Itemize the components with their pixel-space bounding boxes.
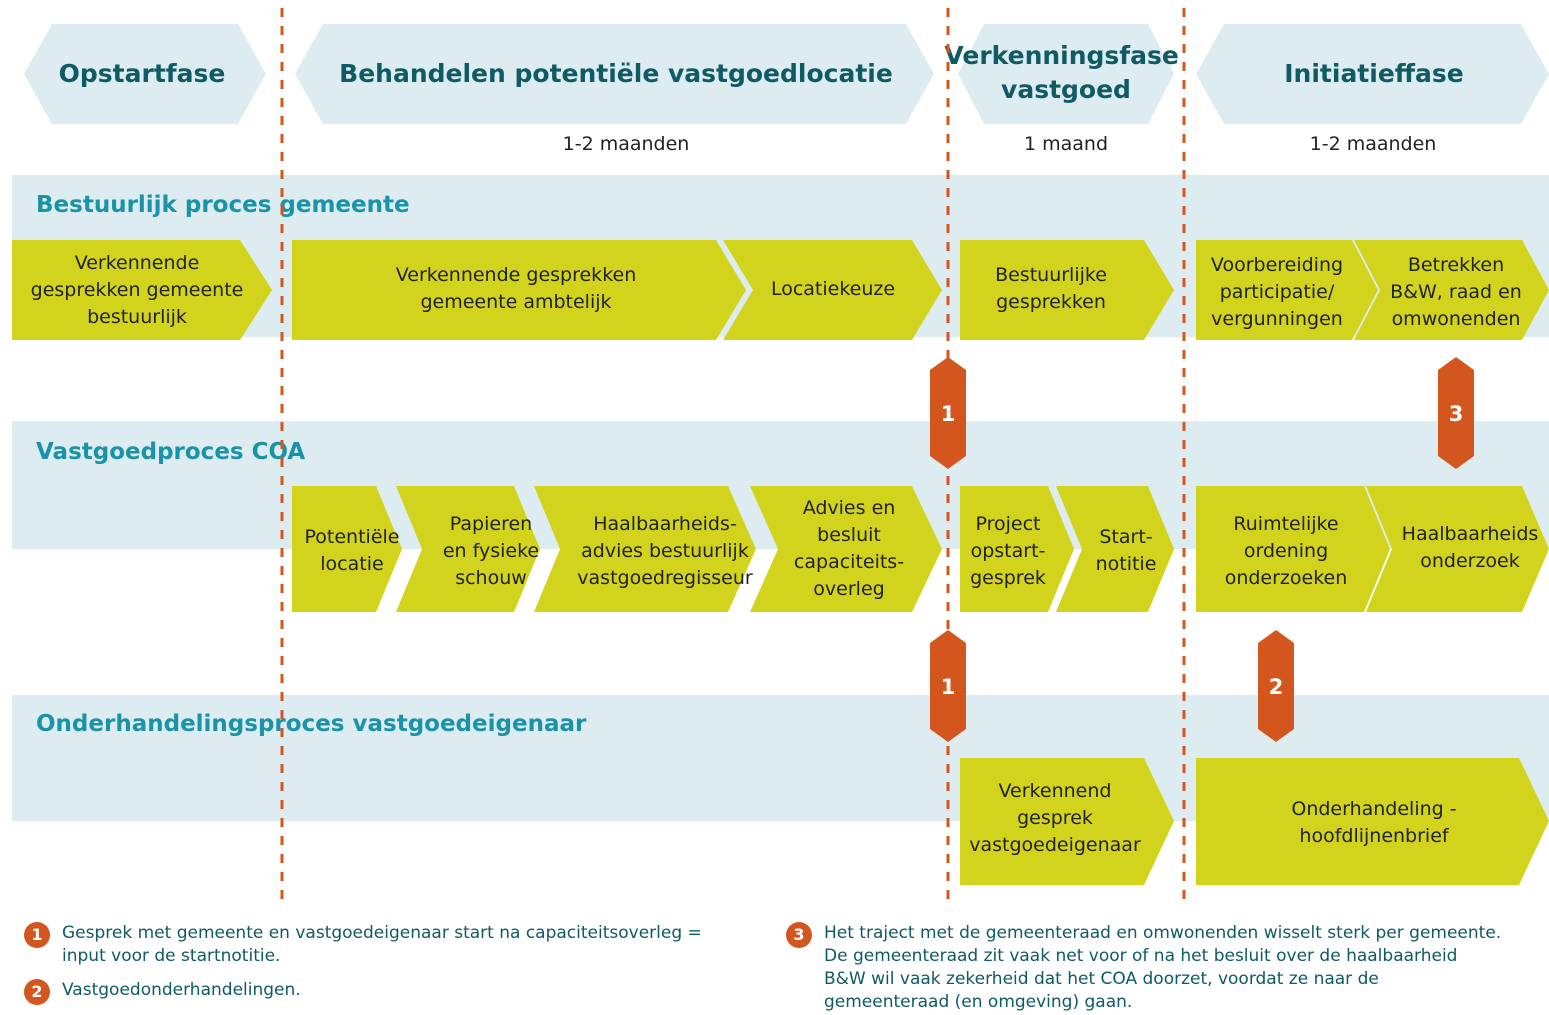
step-startnotitie: Start-notitie — [1056, 486, 1174, 612]
svg-text:Locatiekeuze: Locatiekeuze — [771, 278, 895, 300]
badge-1-lower: 1 — [930, 630, 966, 742]
svg-text:Haalbaarheids-advies bestuurli: Haalbaarheids-advies bestuurlijkvastgoed… — [577, 513, 753, 589]
lane-title-vastgoed: Vastgoedproces COA — [36, 439, 305, 465]
phase-verkenningsfase: Verkenningsfase vastgoed — [944, 24, 1187, 124]
phase-opstartfase: Opstartfase — [24, 24, 266, 124]
phase-title: Verkenningsfase vastgoed — [944, 41, 1187, 104]
svg-text:Start-notitie: Start-notitie — [1096, 526, 1157, 575]
legend-number: 1 — [24, 922, 50, 948]
legend-number: 3 — [786, 922, 812, 948]
svg-text:Onderhandeling -hoofdlijnenbri: Onderhandeling -hoofdlijnenbrief — [1291, 798, 1456, 847]
svg-text:1: 1 — [941, 675, 956, 699]
svg-text:1: 1 — [941, 402, 956, 426]
phase-duration: 1-2 maanden — [1310, 133, 1437, 155]
step-locatiekeuze: Locatiekeuze — [723, 240, 942, 340]
phase-initiatieffase: Initiatieffase — [1196, 24, 1549, 124]
step-onderhandeling: Onderhandeling -hoofdlijnenbrief — [1196, 758, 1549, 885]
badge-3: 3 — [1438, 357, 1474, 469]
svg-text:2: 2 — [1269, 675, 1284, 699]
legend-text: Gesprek met gemeente en vastgoedeigenaar… — [62, 923, 702, 966]
phase-duration: 1-2 maanden — [563, 133, 690, 155]
badge-1-upper: 1 — [930, 357, 966, 469]
badge-2: 2 — [1258, 630, 1294, 742]
legend-item-2: 2 Vastgoedonderhandelingen. — [24, 979, 744, 1007]
legend-item-3: 3 Het traject met de gemeenteraad en omw… — [786, 922, 1546, 1015]
svg-text:3: 3 — [1449, 402, 1464, 426]
legend-item-1: 1 Gesprek met gemeente en vastgoedeigena… — [24, 922, 744, 970]
lane-title-bestuurlijk: Bestuurlijk proces gemeente — [36, 192, 410, 218]
lane-title-onderhandeling: Onderhandelingsproces vastgoedeigenaar — [36, 711, 587, 737]
phase-title: Behandelen potentiële vastgoedlocatie — [339, 59, 893, 88]
phase-title: Initiatieffase — [1284, 59, 1464, 88]
legend-number: 2 — [24, 979, 50, 1005]
legend-text: Vastgoedonderhandelingen. — [62, 980, 301, 1000]
phase-title: Opstartfase — [59, 59, 226, 88]
phase-duration: 1 maand — [1024, 133, 1108, 155]
phase-behandelen: Behandelen potentiële vastgoedlocatie — [295, 24, 934, 124]
legend-text: Het traject met de gemeenteraad en omwon… — [824, 923, 1502, 1012]
